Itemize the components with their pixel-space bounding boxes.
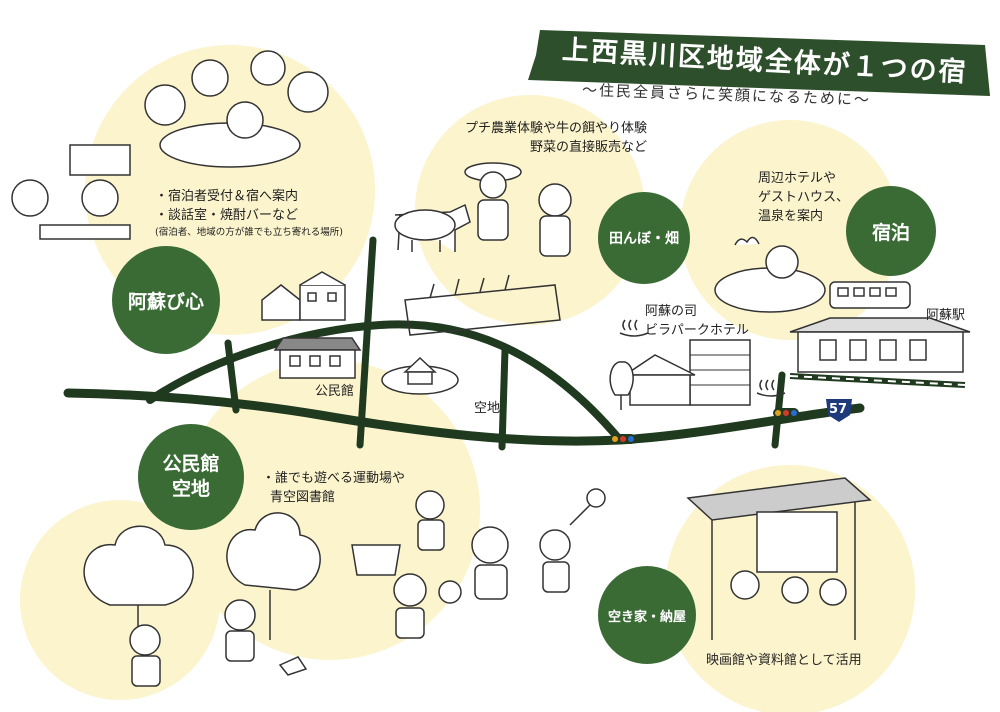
station-icon <box>789 317 971 373</box>
train-icon <box>829 281 911 309</box>
pavilion-icon <box>381 356 459 395</box>
zone-badge-farm: 田んぼ・畑 <box>598 192 690 284</box>
roads <box>63 236 865 451</box>
description-line: 周辺ホテルや <box>758 171 837 186</box>
basket-icon <box>351 544 401 576</box>
zone-badge-vacant-house: 空き家・納屋 <box>598 566 696 664</box>
blob-farm <box>415 95 645 325</box>
zone-description-farm: プチ農業体験や牛の餌やり体験 野菜の直接販売など <box>465 120 647 158</box>
zone-label: 宿泊 <box>871 221 910 244</box>
description-note: (宿泊者、地域の方が誰でも立ち寄れる場所) <box>155 226 343 238</box>
hotel-name-line: 阿蘇の司 <box>645 304 698 319</box>
description-line: ・誰でも遊べる運動場や <box>262 471 406 486</box>
zone-badge-lodging: 宿泊 <box>846 186 936 276</box>
people-gathering-icon <box>144 50 329 168</box>
road-main <box>63 388 865 446</box>
zone-label: 阿蘇び心 <box>127 290 204 313</box>
description-line: ・談話室・焼酎バーなど <box>155 207 299 223</box>
zone-label: 公民館 <box>162 453 220 476</box>
farmer-icon <box>464 162 572 257</box>
road-spur-right <box>498 346 509 451</box>
traffic-signal-icon <box>610 434 636 444</box>
description-line: 温泉を案内 <box>758 208 824 224</box>
banner-shape <box>528 30 990 96</box>
hotel-icon <box>622 339 751 406</box>
barn-icon <box>686 477 872 640</box>
road-arc <box>146 320 624 444</box>
zone-label: 田んぼ・畑 <box>609 231 679 247</box>
zone-description-vacant-house: 映画館や資料館として活用 <box>706 652 862 671</box>
tree-icon <box>609 361 634 410</box>
zone-description-aso-bishin: ・宿泊者受付＆宿へ案内 ・談話室・焼酎バーなど (宿泊者、地域の方が誰でも立ち寄… <box>155 188 343 239</box>
hotel-label: 阿蘇の司 ビラパークホテル <box>645 303 749 341</box>
people-reading-icon <box>129 599 308 687</box>
route-number-label: 57 <box>828 402 848 417</box>
road-spur-mid <box>356 236 377 449</box>
station-label: 阿蘇駅 <box>926 308 966 323</box>
vacant-lot-label: 空地 <box>474 401 501 416</box>
zone-label: 空地 <box>171 478 210 500</box>
children-playing-icon <box>393 488 606 639</box>
bar-counter-icon <box>11 144 131 240</box>
description-line: ゲストハウス、 <box>758 189 850 205</box>
description-line: プチ農業体験や牛の餌やり体験 <box>465 121 648 136</box>
community-hall-icon <box>273 337 362 379</box>
community-hall-label: 公民館 <box>315 384 355 399</box>
zone-description-lodging: 周辺ホテルや ゲストハウス、 温泉を案内 <box>758 170 849 227</box>
hot-spring-icon <box>619 319 786 397</box>
cow-icon <box>394 203 471 252</box>
road-spur-left <box>224 339 240 414</box>
field-icon <box>404 274 561 336</box>
zone-badge-aso-bishin: 阿蘇び心 <box>112 246 220 354</box>
onsen-bath-icon <box>714 236 826 313</box>
route-57-badge <box>826 399 852 422</box>
house-icon <box>261 271 346 321</box>
zone-badge-community: 公民館 空地 <box>138 424 244 530</box>
traffic-signal-icon <box>773 408 799 418</box>
description-line: 映画館や資料館として活用 <box>706 653 862 668</box>
description-line: 野菜の直接販売など <box>530 139 648 155</box>
zone-description-community: ・誰でも遊べる運動場や 青空図書館 <box>262 470 405 508</box>
railway <box>789 373 966 388</box>
description-line: ・宿泊者受付＆宿へ案内 <box>155 189 299 204</box>
hotel-name-line: ビラパークホテル <box>645 322 749 338</box>
description-line: 青空図書館 <box>270 489 336 505</box>
zone-label: 空き家・納屋 <box>607 609 686 625</box>
